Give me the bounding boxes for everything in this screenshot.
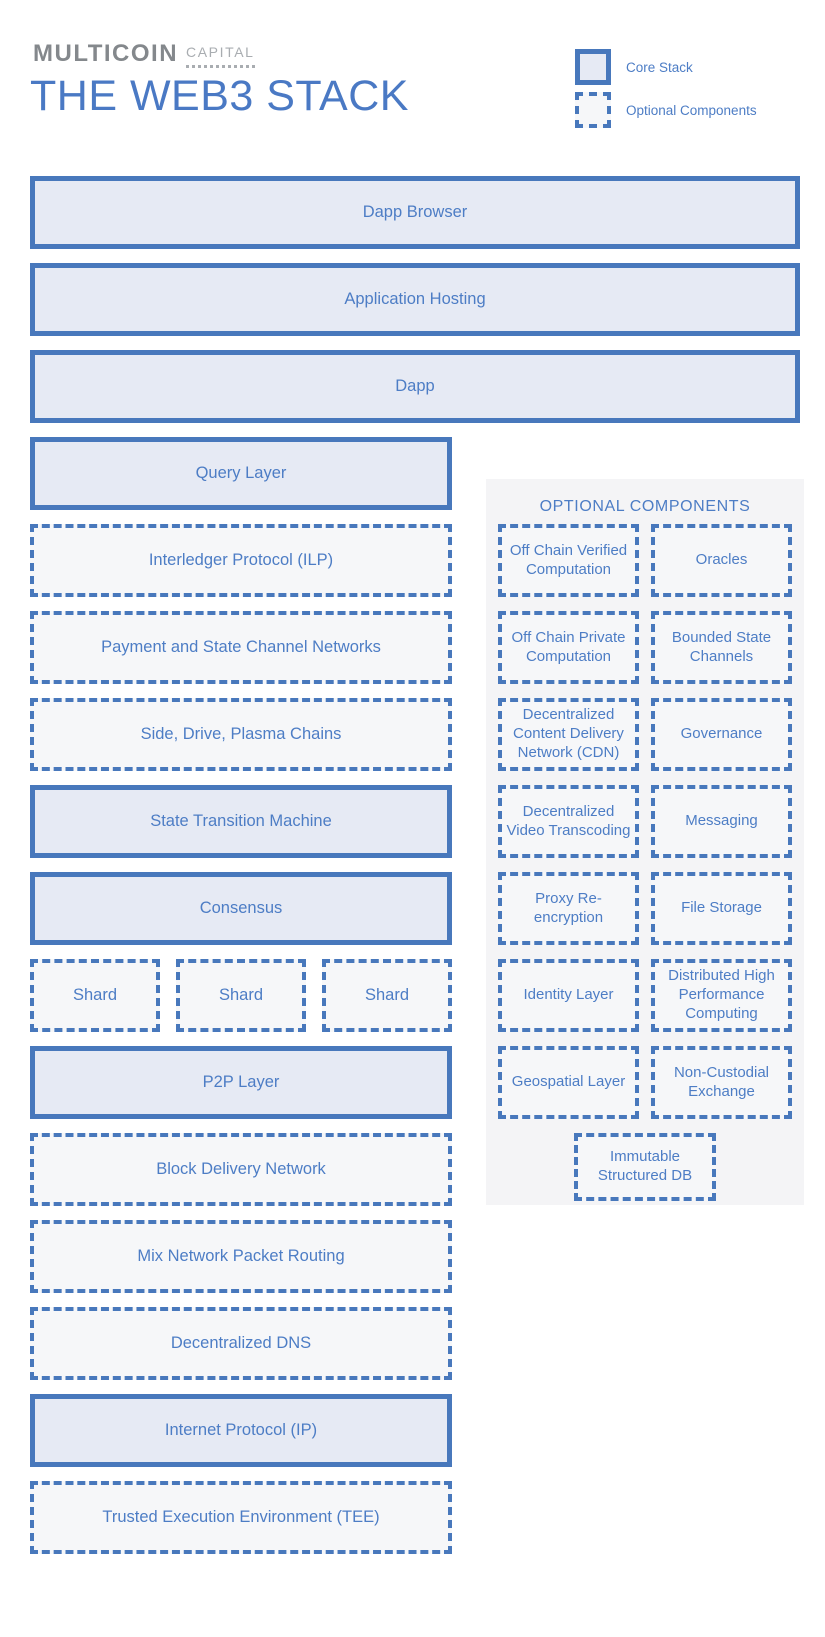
optional-components-panel: OPTIONAL COMPONENTS Off Chain Verified C…	[486, 479, 804, 1205]
core-stack-swatch-icon	[575, 49, 611, 85]
optional-components-panel-title: OPTIONAL COMPONENTS	[539, 498, 751, 515]
stack-box-dapp: Dapp	[30, 350, 800, 423]
stack-box-shard-1: Shard	[30, 959, 160, 1032]
stack-box-internet-protocol: Internet Protocol (IP)	[30, 1394, 452, 1467]
stack-diagram: Dapp Browser Application Hosting Dapp Qu…	[30, 176, 804, 1568]
stack-box-state-transition-machine: State Transition Machine	[30, 785, 452, 858]
optional-box-file-storage: File Storage	[651, 872, 792, 945]
stack-box-payment-state-channel-networks: Payment and State Channel Networks	[30, 611, 452, 684]
optional-box-distributed-high-performance-computing: Distributed High Performance Computing	[651, 959, 792, 1032]
stack-box-trusted-execution-environment: Trusted Execution Environment (TEE)	[30, 1481, 452, 1554]
optional-box-bounded-state-channels: Bounded State Channels	[651, 611, 792, 684]
optional-components-swatch-icon	[575, 92, 611, 128]
optional-box-off-chain-verified-computation: Off Chain Verified Computation	[498, 524, 639, 597]
logo-multicoin-text: MULTICOIN	[33, 40, 179, 67]
stack-box-shard-2: Shard	[176, 959, 306, 1032]
optional-box-decentralized-video-transcoding: Decentralized Video Transcoding	[498, 785, 639, 858]
optional-box-immutable-structured-db: Immutable Structured DB	[574, 1133, 716, 1201]
logo-capital-block: CAPITAL	[186, 45, 255, 68]
logo-capital-text: CAPITAL	[186, 44, 255, 60]
core-stack-column: Query Layer Interledger Protocol (ILP) P…	[30, 437, 452, 1554]
stack-columns: Query Layer Interledger Protocol (ILP) P…	[30, 437, 804, 1554]
stack-box-p2p-layer: P2P Layer	[30, 1046, 452, 1119]
stack-box-query-layer: Query Layer	[30, 437, 452, 510]
legend: Core Stack Optional Components	[575, 49, 757, 135]
optional-components-footer: Immutable Structured DB	[498, 1133, 792, 1201]
optional-box-proxy-re-encryption: Proxy Re-encryption	[498, 872, 639, 945]
page-title: THE WEB3 STACK	[30, 72, 409, 120]
multicoin-capital-logo: MULTICOIN CAPITAL	[33, 42, 255, 68]
legend-optional-components-label: Optional Components	[626, 102, 757, 118]
optional-box-oracles: Oracles	[651, 524, 792, 597]
optional-box-messaging: Messaging	[651, 785, 792, 858]
optional-box-decentralized-cdn: Decentralized Content Delivery Network (…	[498, 698, 639, 771]
stack-box-decentralized-dns: Decentralized DNS	[30, 1307, 452, 1380]
optional-components-grid: Off Chain Verified Computation Oracles O…	[498, 524, 792, 1119]
legend-core-stack: Core Stack	[575, 49, 757, 85]
optional-box-geospatial-layer: Geospatial Layer	[498, 1046, 639, 1119]
stack-box-interledger-protocol: Interledger Protocol (ILP)	[30, 524, 452, 597]
stack-box-application-hosting: Application Hosting	[30, 263, 800, 336]
stack-box-side-drive-plasma-chains: Side, Drive, Plasma Chains	[30, 698, 452, 771]
stack-box-mix-network-packet-routing: Mix Network Packet Routing	[30, 1220, 452, 1293]
stack-box-dapp-browser: Dapp Browser	[30, 176, 800, 249]
optional-box-identity-layer: Identity Layer	[498, 959, 639, 1032]
stack-box-consensus: Consensus	[30, 872, 452, 945]
logo-dots-icon	[186, 60, 255, 68]
shard-row: Shard Shard Shard	[30, 959, 452, 1032]
optional-box-off-chain-private-computation: Off Chain Private Computation	[498, 611, 639, 684]
legend-core-stack-label: Core Stack	[626, 59, 693, 75]
stack-box-shard-3: Shard	[322, 959, 452, 1032]
optional-box-non-custodial-exchange: Non-Custodial Exchange	[651, 1046, 792, 1119]
optional-box-governance: Governance	[651, 698, 792, 771]
legend-optional-components: Optional Components	[575, 92, 757, 128]
stack-box-block-delivery-network: Block Delivery Network	[30, 1133, 452, 1206]
